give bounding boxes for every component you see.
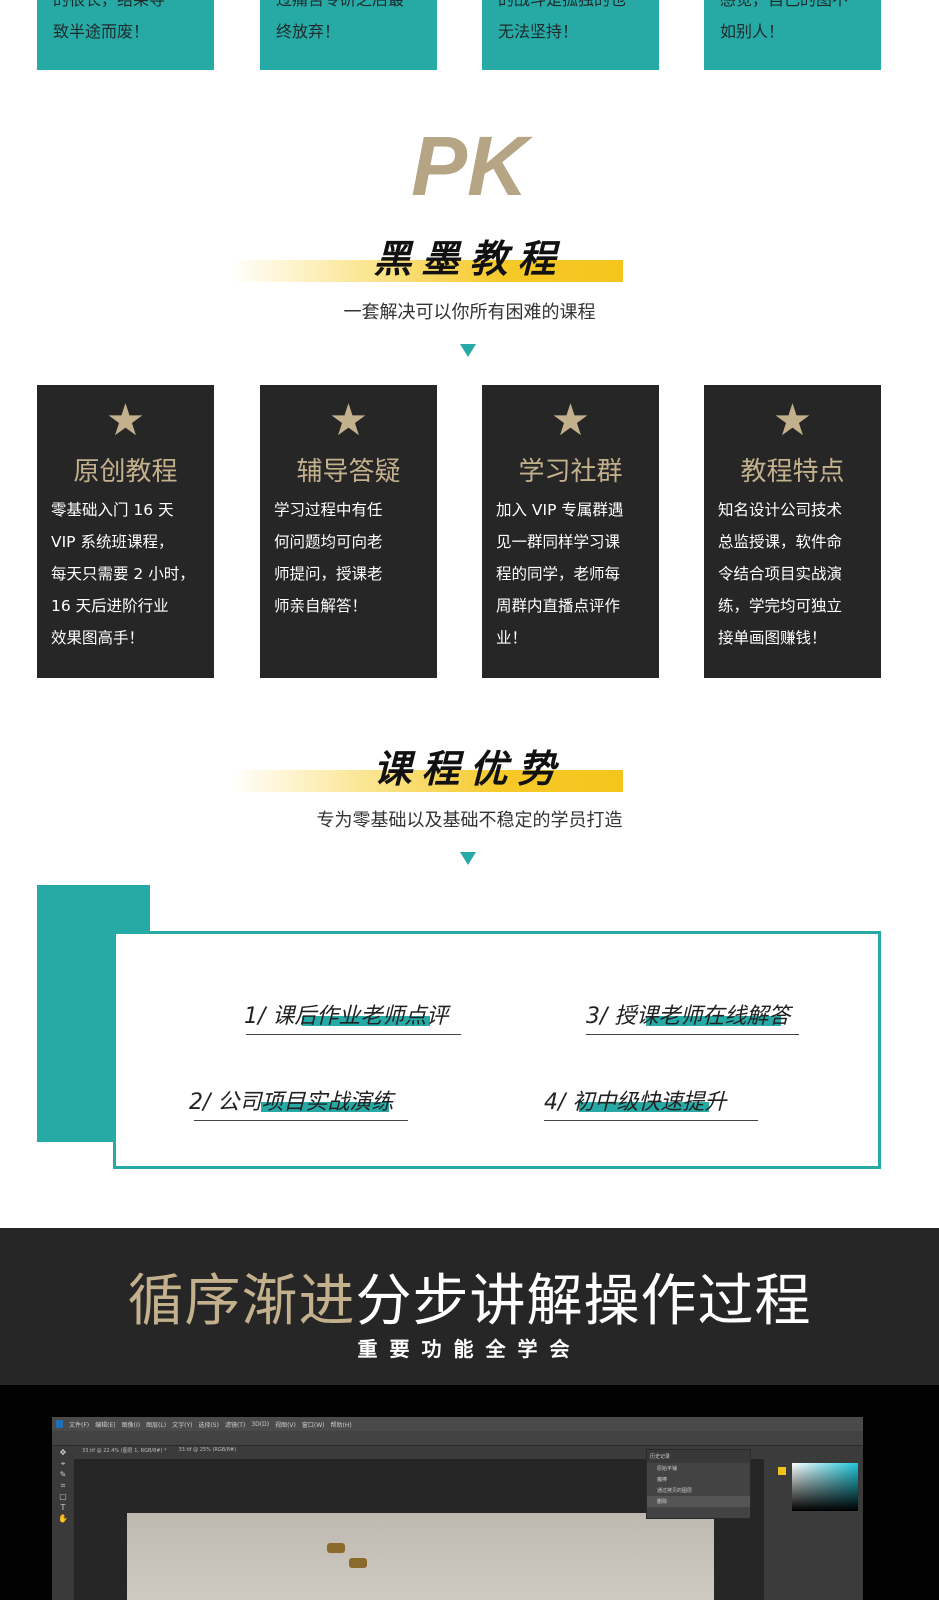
banner-title: 循序渐进分步讲解操作过程 [127,1269,812,1334]
problem-card: 的很长，结果导致半途而废！ [37,0,214,70]
canvas-image [127,1513,714,1600]
section-title: 黑墨教程 [373,237,566,281]
star-icon: ★ [550,395,591,446]
problem-card: 感觉，自己的图不如别人！ [704,0,881,70]
photoshop-window: 文件(F) 编辑(E) 图像(I) 图层(L) 文字(Y) 选择(S) 滤镜(T) 3D(D)… [52,1417,863,1600]
history-item[interactable]: 删除 [647,1496,750,1507]
history-item[interactable]: 魔棒 [657,1477,668,1483]
problem-card: 的战斗是孤独的也无法坚持！ [482,0,659,70]
menu-help[interactable]: 帮助(H) [330,1421,352,1429]
heading-highlight-bar [230,260,623,282]
banner-subtitle: 重要功能全学会 [357,1337,582,1361]
menu-filter[interactable]: 滤镜(T) [224,1421,246,1429]
section-subtitle: 专为零基础以及基础不稳定的学员打造 [316,810,623,831]
history-item[interactable]: 原始平铺 [657,1466,678,1472]
star-icon: ★ [105,395,146,446]
underline [544,1120,758,1121]
underline [586,1034,799,1035]
document-tabs: 33.tif @ 22.4% (图层 1, RGB/8#) * 33.tif @ … [82,1447,236,1459]
feature-card: ★ 教程特点 知名设计公司技术总监授课，软件命令结合项目实战演练，学完均可独立接… [704,385,881,678]
advantage-item: 3/ 授课老师在线解答 [586,1004,791,1029]
foreground-color-swatch[interactable] [778,1467,786,1475]
star-icon: ★ [772,395,813,446]
menu-3d[interactable]: 3D(D) [251,1420,270,1428]
section-subtitle: 一套解决可以你所有困难的课程 [343,302,596,323]
down-triangle-icon [460,852,476,865]
process-banner: 循序渐进分步讲解操作过程 重要功能全学会 [0,1228,939,1385]
pk-heading: PK [411,119,528,213]
menu-select[interactable]: 选择(S) [198,1421,219,1429]
doc-tab[interactable]: 33.tif @ 22.4% (图层 1, RGB/8#) * [82,1448,167,1454]
history-item[interactable]: 通过拷贝的图层 [657,1488,693,1494]
menu-type[interactable]: 文字(Y) [172,1421,193,1429]
tools-panel[interactable]: ✥⌖✎⌗▢T✋ [52,1447,74,1600]
advantages-box: 1/ 课后作业老师点评 3/ 授课老师在线解答 2/ 公司项目实战演练 4/ 初… [113,931,881,1169]
heading-highlight-bar [230,770,623,792]
menu-view[interactable]: 视图(V) [275,1421,296,1429]
underline [194,1120,408,1121]
advantage-item: 4/ 初中级快速提升 [544,1090,727,1115]
underline [246,1034,461,1035]
canvas-area [74,1459,764,1600]
advantage-item: 2/ 公司项目实战演练 [189,1090,394,1115]
menu-edit[interactable]: 编辑(E) [95,1421,116,1429]
options-bar [52,1431,863,1446]
history-panel: 历史记录 原始平铺 魔棒 通过拷贝的图层 删除 [646,1449,751,1519]
feature-card: ★ 辅导答疑 学习过程中有任何问题均可向老师提问，授课老师亲自解答！ [260,385,437,678]
color-picker[interactable] [792,1463,858,1511]
advantage-item: 1/ 课后作业老师点评 [244,1004,449,1029]
lamp-icon [327,1543,345,1553]
lamp-icon [349,1558,367,1568]
section-title: 课程优势 [373,747,566,791]
menu-file[interactable]: 文件(F) [69,1421,90,1429]
menu-window[interactable]: 窗口(W) [301,1421,325,1429]
down-triangle-icon [460,344,476,357]
menu-image[interactable]: 图像(I) [121,1421,141,1429]
ps-logo-icon [56,1420,63,1428]
doc-tab[interactable]: 33.tif @ 25% (RGB/8#) [178,1447,237,1453]
menu-layer[interactable]: 图层(L) [146,1421,167,1429]
problem-card: 过痛苦专研之后最终放弃！ [260,0,437,70]
star-icon: ★ [328,395,369,446]
feature-card: ★ 学习社群 加入 VIP 专属群遇见一群同样学习课程的同学，老师每周群内直播点… [482,385,659,678]
color-panel [772,1447,863,1600]
menu-bar: 文件(F) 编辑(E) 图像(I) 图层(L) 文字(Y) 选择(S) 滤镜(T) 3D(D)… [52,1417,863,1431]
